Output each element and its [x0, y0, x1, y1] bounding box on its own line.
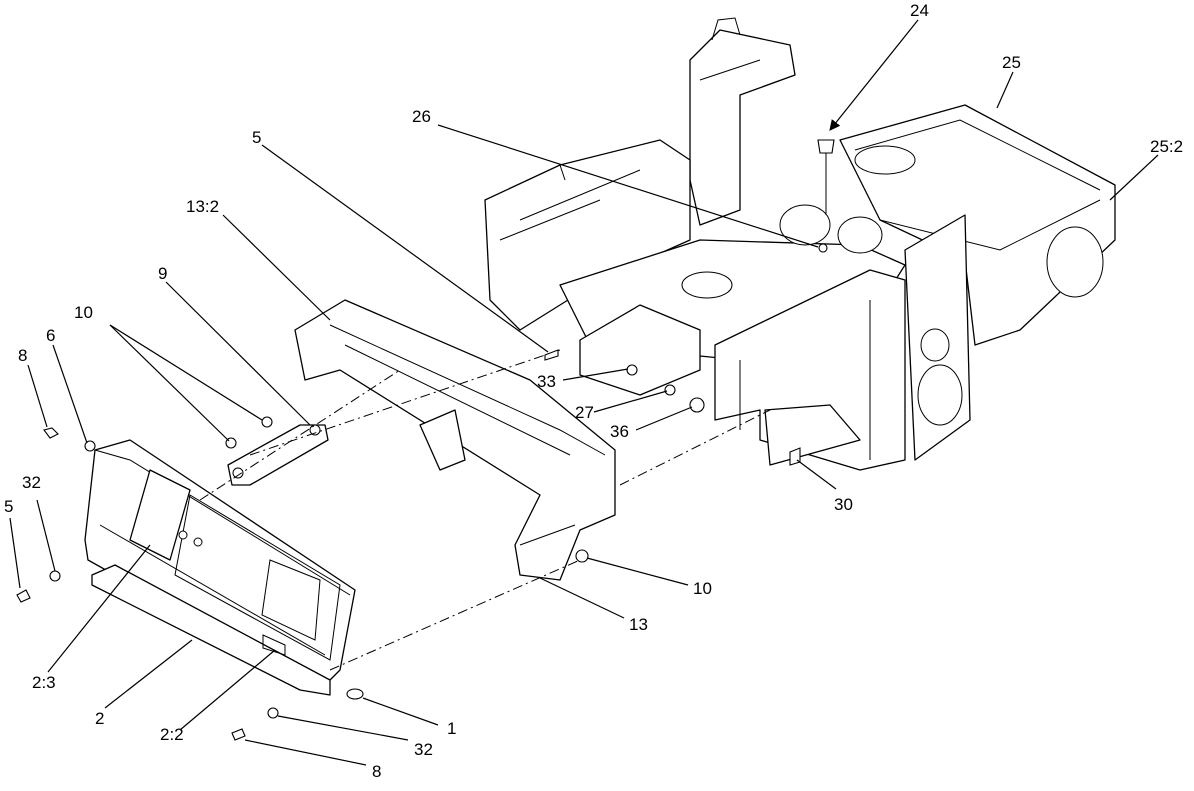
callout-label: 2 [95, 709, 104, 728]
callout-label: 9 [158, 264, 167, 283]
leader-lines [9, 19, 1159, 766]
callout-label: 13 [629, 615, 648, 634]
panel-assembly [84, 439, 356, 696]
bolt-icon [16, 589, 31, 603]
nut-icon [818, 243, 828, 253]
callout-label: 2:2 [160, 725, 184, 744]
nut-icon [261, 416, 273, 428]
bolt-icon [544, 349, 559, 361]
callout-label: 33 [537, 372, 556, 391]
callout-label: 2:3 [32, 673, 56, 692]
callout-label: 36 [610, 422, 629, 441]
callout-label: 27 [575, 403, 594, 422]
callout-label: 24 [910, 1, 929, 20]
callout-label: 8 [18, 346, 27, 365]
washer-icon [84, 440, 96, 452]
callout-label: 26 [412, 107, 431, 126]
main-frame-assembly [484, 17, 1116, 471]
callout-label: 25 [1002, 53, 1021, 72]
bracket-9 [227, 424, 329, 486]
callout-label: 5 [252, 128, 261, 147]
callout-label: 32 [414, 740, 433, 759]
callout-label: 13:2 [186, 197, 219, 216]
callout-label: 8 [372, 762, 381, 781]
callout-label: 32 [22, 473, 41, 492]
nut-icon [626, 364, 638, 376]
bumper-icon [689, 397, 705, 413]
callout-label: 6 [46, 326, 55, 345]
front-weldment [294, 299, 616, 581]
callout-label: 25:2 [1150, 137, 1183, 156]
callout-labels: 24 25 26 25:2 5 13:2 9 10 6 8 32 5 33 27… [4, 1, 1183, 781]
callout-label: 5 [4, 497, 13, 516]
callout-label: 10 [693, 579, 712, 598]
washer-icon [49, 570, 61, 582]
nut-icon [664, 384, 676, 396]
callout-label: 30 [834, 495, 853, 514]
alignment-lines [199, 349, 771, 671]
washer-icon [267, 707, 279, 719]
bolt-icon [43, 427, 59, 439]
knob-icon [817, 139, 835, 154]
callout-label: 10 [74, 303, 93, 322]
callout-label: 1 [447, 719, 456, 738]
hardware [16, 139, 835, 741]
bolt-icon [231, 728, 246, 741]
bumper-icon [346, 688, 364, 700]
nut-icon [575, 549, 589, 563]
